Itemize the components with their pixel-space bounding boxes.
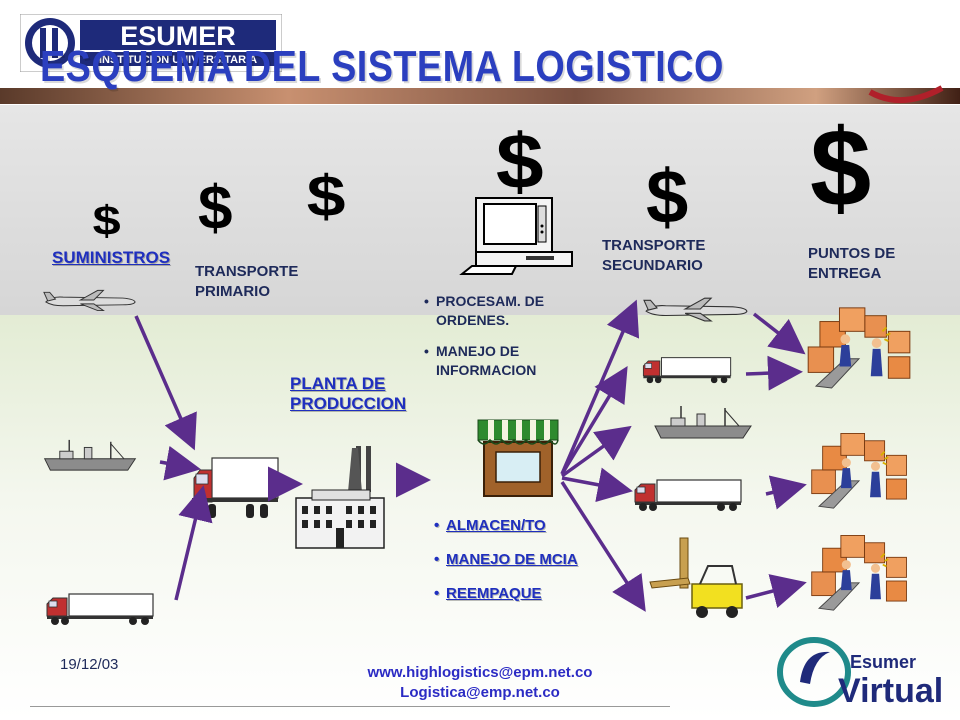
cost-dollar-icon: $: [92, 197, 121, 244]
logo-subtitle: INSTITUCION UNIVERSITARIA: [99, 54, 257, 66]
header-stripe: [0, 88, 960, 104]
list-item: MANEJO DE MCIA: [434, 550, 624, 570]
footer-date: 19/12/03: [60, 656, 119, 673]
page-title: ESQUEMA DEL SISTEMA LOGISTICO: [40, 42, 724, 91]
footer-link-email[interactable]: Logistica@emp.net.co: [400, 684, 560, 701]
airplane-icon: [643, 297, 748, 322]
computer-icon: [459, 197, 573, 275]
almacen-list: ALMACEN/TO MANEJO DE MCIA REEMPAQUE: [434, 516, 624, 618]
logo-name: ESUMER: [120, 21, 236, 51]
esumer-logo: ESUMER INSTITUCION UNIVERSITARIA: [19, 13, 283, 73]
cost-dollar-icon: $: [646, 155, 689, 240]
footer-link-web[interactable]: www.highlogistics@epm.net.co: [367, 664, 593, 681]
cost-dollar-icon: $: [810, 107, 872, 230]
truck-icon: [46, 593, 154, 626]
warehouse-store-icon: [477, 419, 559, 497]
esumer-virtual-logo: Esumer Virtual: [774, 632, 954, 714]
cost-dollar-icon: $: [495, 117, 544, 205]
list-item: REEMPAQUE: [434, 584, 624, 604]
factory-icon: [295, 446, 385, 549]
delivery-point-icon: [807, 306, 911, 390]
brand-top: Esumer: [850, 652, 916, 672]
truck-icon: [642, 357, 732, 384]
ship-icon: [43, 439, 137, 471]
delivery-point-icon: [810, 432, 908, 510]
footer-divider: [30, 706, 670, 707]
cost-dollar-icon: $: [306, 164, 346, 229]
forklift-icon: [649, 537, 743, 618]
delivery-point-icon: [810, 534, 908, 612]
primary-truck-icon: [191, 457, 279, 519]
swoosh-decoration: [868, 85, 944, 104]
truck-icon: [634, 479, 742, 512]
ship-icon: [654, 405, 752, 439]
airplane-icon: [43, 289, 136, 312]
flow-arrows: [134, 299, 807, 612]
cost-dollar-icon: $: [198, 174, 233, 243]
brand-bottom: Virtual: [838, 672, 943, 710]
label-suministros: SUMINISTROS: [52, 248, 171, 267]
list-item: ALMACEN/TO: [434, 516, 624, 536]
